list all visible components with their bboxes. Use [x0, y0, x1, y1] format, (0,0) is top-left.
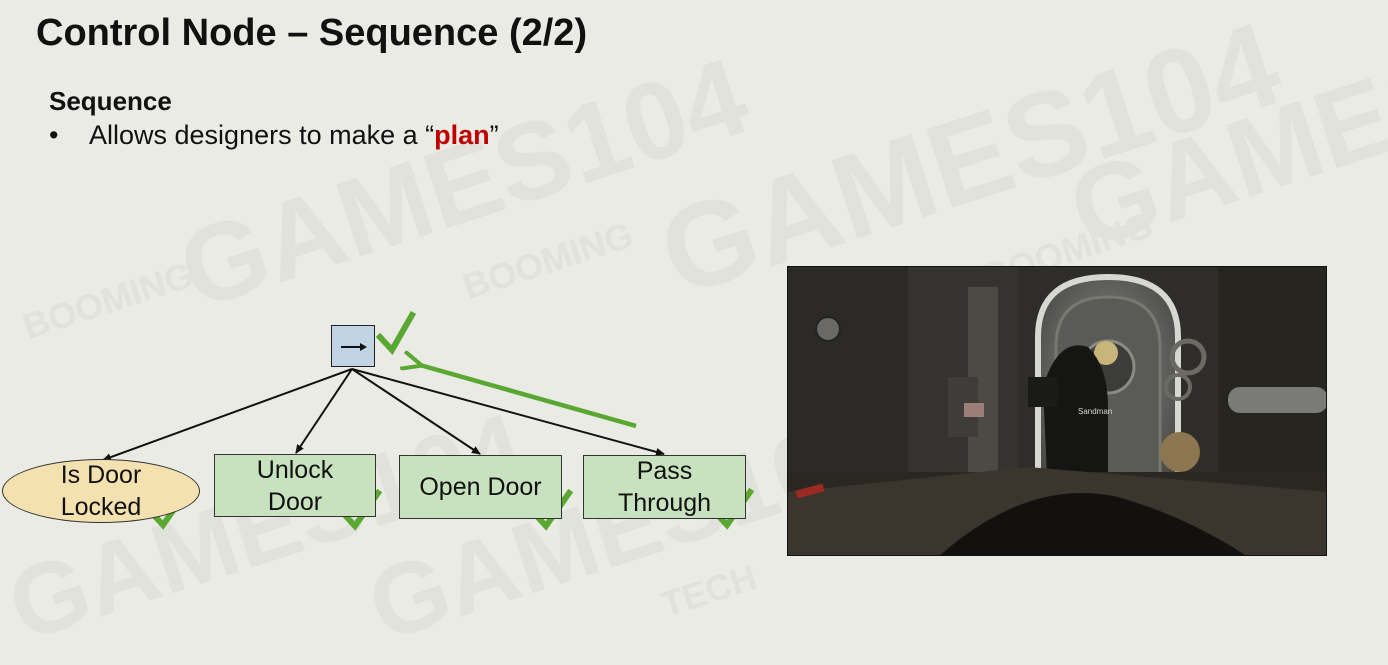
- node-label-line2: Through: [617, 489, 712, 517]
- node-open-door: Open Door: [399, 455, 562, 519]
- bullet-text: Allows designers to make a “: [89, 120, 435, 150]
- node-label-line2: Locked: [60, 493, 142, 521]
- edge-to-open-door: [351, 368, 481, 455]
- node-label: Open Door: [419, 473, 542, 501]
- sequence-node: [331, 325, 375, 367]
- section-heading: Sequence: [49, 86, 172, 116]
- player-name-tag: Sandman: [1078, 407, 1112, 416]
- node-label-line1: Unlock: [256, 455, 334, 484]
- sequence-arrow-icon: [341, 343, 367, 351]
- bullet-marker: •: [49, 120, 59, 150]
- edge-to-pass-through: [351, 368, 665, 456]
- bullet-highlight: plan: [434, 120, 490, 150]
- bullet-text-end: ”: [489, 120, 499, 150]
- bullet-item: • Allows designers to make a “plan”: [49, 120, 499, 151]
- check-icon-root: [375, 310, 417, 356]
- edge-to-unlock-door: [295, 368, 353, 454]
- node-label-line2: Door: [267, 487, 323, 516]
- node-label-line1: Pass: [636, 457, 693, 485]
- return-success-arrow: [420, 365, 637, 429]
- edge-to-is-door-locked: [102, 368, 353, 462]
- video-player[interactable]: Sandman: [787, 266, 1327, 556]
- slide-title: Control Node – Sequence (2/2): [36, 12, 588, 54]
- game-scene-frame: Sandman: [788, 267, 1326, 555]
- node-label-line1: Is Door: [60, 461, 142, 489]
